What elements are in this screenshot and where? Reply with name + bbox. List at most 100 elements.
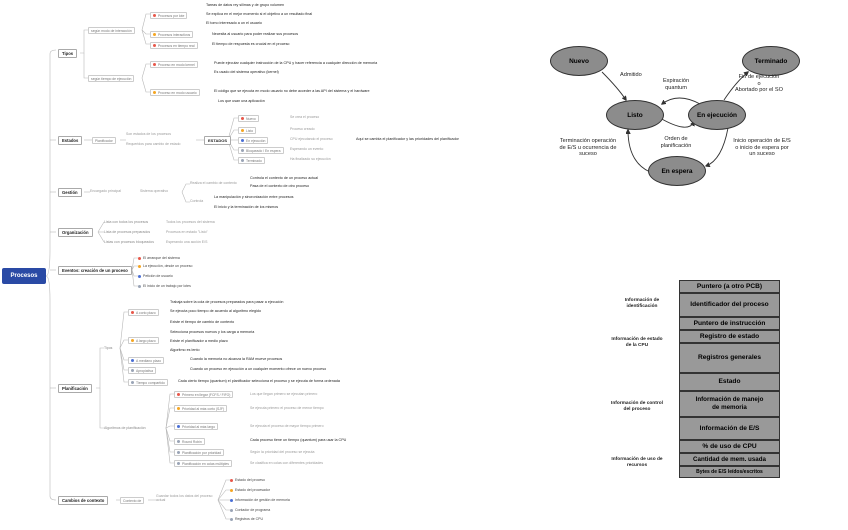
plan-algo[interactable]: Planificación por prioridad: [174, 449, 225, 456]
gestion-detail: Pasa de el contexto de otro proceso: [250, 184, 310, 188]
state-nuevo: Nuevo: [550, 46, 608, 76]
branch-creacion[interactable]: Eventos: creación de un proceso: [58, 266, 132, 275]
cambio-item[interactable]: Contador de programa: [230, 508, 270, 512]
gray-dot-icon: [131, 369, 134, 373]
plan-algo[interactable]: Planificación en colas múltiples: [174, 460, 232, 467]
estados-planificador[interactable]: Planificador: [92, 137, 116, 144]
tipos-group-tiempo[interactable]: según tiempo de ejecución: [88, 75, 135, 82]
organizacion-item: Listas con procesos bloqueados: [104, 240, 155, 244]
plan-tipo[interactable]: A corto plazo: [128, 309, 159, 316]
tipo-detail: El código que se ejecuta en modo usuario…: [214, 89, 370, 93]
branch-estados[interactable]: Estados: [58, 136, 83, 145]
tipo-kernel[interactable]: Proceso en modo kernel: [150, 61, 198, 68]
pcb-row: Estado: [679, 373, 780, 391]
pcb-row: Identificador del proceso: [679, 293, 780, 317]
blue-dot-icon: [138, 274, 141, 278]
plan-algo[interactable]: Round Robin: [174, 438, 205, 445]
gestion-detail: Controla el contexto de un proceso actua…: [250, 176, 319, 180]
plan-tipo[interactable]: Tiempo compartido: [128, 379, 168, 386]
organizacion-note: Procesos en estado "Listo": [166, 230, 208, 234]
orange-dot-icon: [131, 339, 134, 343]
blue-dot-icon: [131, 359, 134, 363]
branch-tipos[interactable]: Tipos: [58, 49, 78, 58]
tipo-detail: Necesita al usuario para poder realizar …: [212, 32, 299, 36]
red-dot-icon: [241, 117, 244, 121]
orange-dot-icon: [153, 33, 156, 37]
plan-algo-note: Se clasifica en colas con diferentes pri…: [250, 461, 323, 465]
cambio-item[interactable]: Registros de CPU: [230, 517, 263, 521]
estado-ejecucion[interactable]: En ejecución: [238, 137, 269, 144]
branch-organizacion[interactable]: Organización: [58, 228, 93, 237]
label-expiracion: Expiración quantum: [662, 78, 690, 91]
plan-algo-note: Cada proceso tiene un tiempo (quantum) p…: [250, 438, 347, 442]
gestion-so: Sistema operativo: [140, 189, 169, 193]
estado-bloqueado[interactable]: Bloqueado / En espera: [238, 147, 284, 154]
cambio-item[interactable]: Estado del procesador: [230, 488, 270, 492]
red-dot-icon: [131, 311, 134, 315]
blue-dot-icon: [230, 498, 233, 502]
plan-detail: Se ejecuta poco tiempo de acuerdo al alg…: [170, 309, 262, 313]
tipo-detail: Se explica en el mejor momento si el obj…: [206, 12, 313, 16]
pcb-group-label: Información de uso de recursos: [611, 457, 663, 468]
pcb-row: Puntero (a otro PCB): [679, 280, 780, 293]
red-dot-icon: [153, 44, 156, 48]
gray-dot-icon: [177, 462, 180, 466]
plan-tipo[interactable]: A mediano plazo: [128, 357, 165, 364]
gray-dot-icon: [230, 517, 233, 521]
plan-detail: Existe el planificador a medio plazo: [170, 339, 228, 343]
state-terminado: Terminado: [742, 46, 800, 76]
orange-dot-icon: [241, 129, 244, 133]
branch-gestion[interactable]: Gestión: [58, 188, 82, 197]
pcb-group-label: Información de control del proceso: [611, 401, 663, 412]
gestion-detail: El inicio y la terminación de los mismos: [214, 205, 279, 209]
tipo-detail: Tareas de datos rey silimas y de grupo v…: [206, 3, 285, 7]
gray-dot-icon: [138, 284, 141, 288]
gestion-encargado: Encargado principal: [90, 189, 121, 193]
root-node[interactable]: Procesos: [2, 268, 46, 284]
tipo-interactivo[interactable]: Procesos interactivos: [150, 31, 194, 38]
label-fin: Fin de ejecución o Abortado por el SO: [735, 74, 783, 93]
plan-detail: Cuando la memoria no alcanza la RAM muev…: [190, 357, 283, 361]
plan-algo[interactable]: Prioridad al más corto (SJF): [174, 405, 228, 412]
cambio-item[interactable]: Estado del proceso: [230, 478, 265, 482]
red-dot-icon: [153, 63, 156, 67]
estado-nuevo[interactable]: Nuevo: [238, 115, 259, 122]
branch-planificacion[interactable]: Planificación: [58, 384, 92, 393]
creacion-item[interactable]: El inicio de un trabajo por lotes: [138, 284, 191, 288]
plan-detail: Trabaja sobre la cola de procesos prepar…: [170, 300, 284, 304]
creacion-item[interactable]: La ejecución, desde un proceso: [138, 264, 192, 268]
plan-tipo[interactable]: Apropiativa: [128, 367, 156, 374]
cambio-item[interactable]: Información de gestión de memoria: [230, 498, 290, 502]
label-inicio: Inicio operación de E/S o inicio de espe…: [733, 138, 791, 157]
tipo-detail: Los que usan una aplicación: [218, 99, 265, 103]
gray-dot-icon: [241, 159, 244, 163]
branch-cambios[interactable]: Cambios de contexto: [58, 496, 109, 505]
organizacion-item: Lista de procesos preparados: [104, 230, 151, 234]
pcb-row: % de uso de CPU: [679, 440, 780, 453]
gray-dot-icon: [177, 440, 180, 444]
label-admitido: Admitido: [620, 72, 642, 78]
cambio-contexto[interactable]: Contexto de: [120, 497, 145, 504]
creacion-item[interactable]: Petición de usuario: [138, 274, 173, 278]
orange-dot-icon: [153, 91, 156, 95]
pcb-row: Registros generales: [679, 343, 780, 373]
state-en-ejecucion: En ejecución: [688, 100, 746, 130]
blue-dot-icon: [241, 139, 244, 143]
planificacion-tipos: Tipos: [104, 346, 113, 350]
estados-box[interactable]: ESTADOS: [204, 136, 232, 145]
tipos-group-interaccion[interactable]: según modo de interacción: [88, 27, 135, 34]
tipo-usuario[interactable]: Proceso en modo usuario: [150, 89, 200, 96]
tipo-lote[interactable]: Procesos por lote: [150, 12, 188, 19]
organizacion-note: Todos los procesos del sistema: [166, 220, 215, 224]
plan-algo-note: Se ejecuta el proceso de mayor tiempo pr…: [250, 424, 324, 428]
plan-algo[interactable]: Prioridad al más largo: [174, 423, 218, 430]
creacion-item[interactable]: El arranque del sistema: [138, 256, 180, 260]
estado-terminado[interactable]: Terminado: [238, 157, 265, 164]
tipo-detail: El tiempo de respuesta es crucial en el …: [212, 42, 290, 46]
plan-tipo[interactable]: A largo plazo: [128, 337, 159, 344]
plan-algo[interactable]: Primero en llegar (FCFS / FIFO): [174, 391, 234, 398]
tipo-tiempo-real[interactable]: Procesos en tiempo real: [150, 42, 198, 49]
estado-note: Se crea el proceso: [290, 115, 320, 119]
plan-detail: Cada cierto tiempo (quantum) el planific…: [178, 379, 340, 383]
estado-listo[interactable]: Listo: [238, 127, 257, 134]
